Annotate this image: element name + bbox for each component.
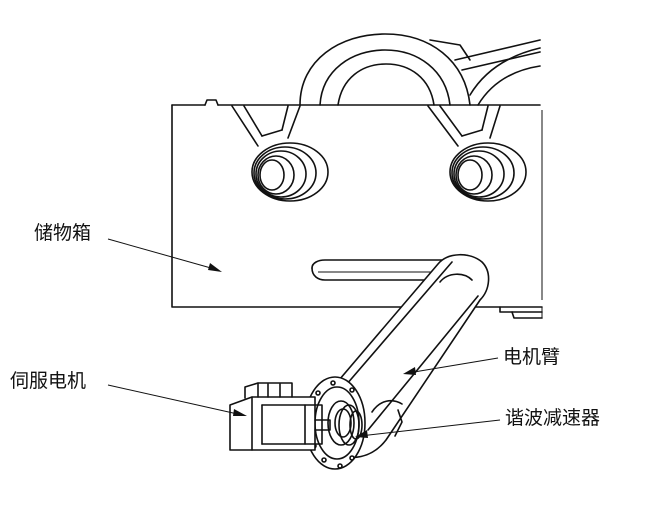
upper-drum-assembly [299, 33, 541, 106]
left-roller [251, 142, 329, 202]
right-roller [449, 142, 527, 202]
left-bracket [231, 105, 301, 147]
leader-servo-motor [107, 384, 247, 416]
servo-motor [229, 382, 331, 451]
label-storage-box: 储物箱 [34, 222, 92, 244]
leader-harmonic-reducer [355, 419, 501, 438]
leader-storage-box [107, 238, 222, 272]
right-bracket [427, 105, 501, 147]
label-servo-motor: 伺服电机 [10, 370, 87, 392]
leader-motor-arm [403, 357, 499, 375]
label-motor-arm: 电机臂 [503, 346, 561, 368]
label-harmonic-reducer: 谐波减速器 [505, 407, 601, 429]
